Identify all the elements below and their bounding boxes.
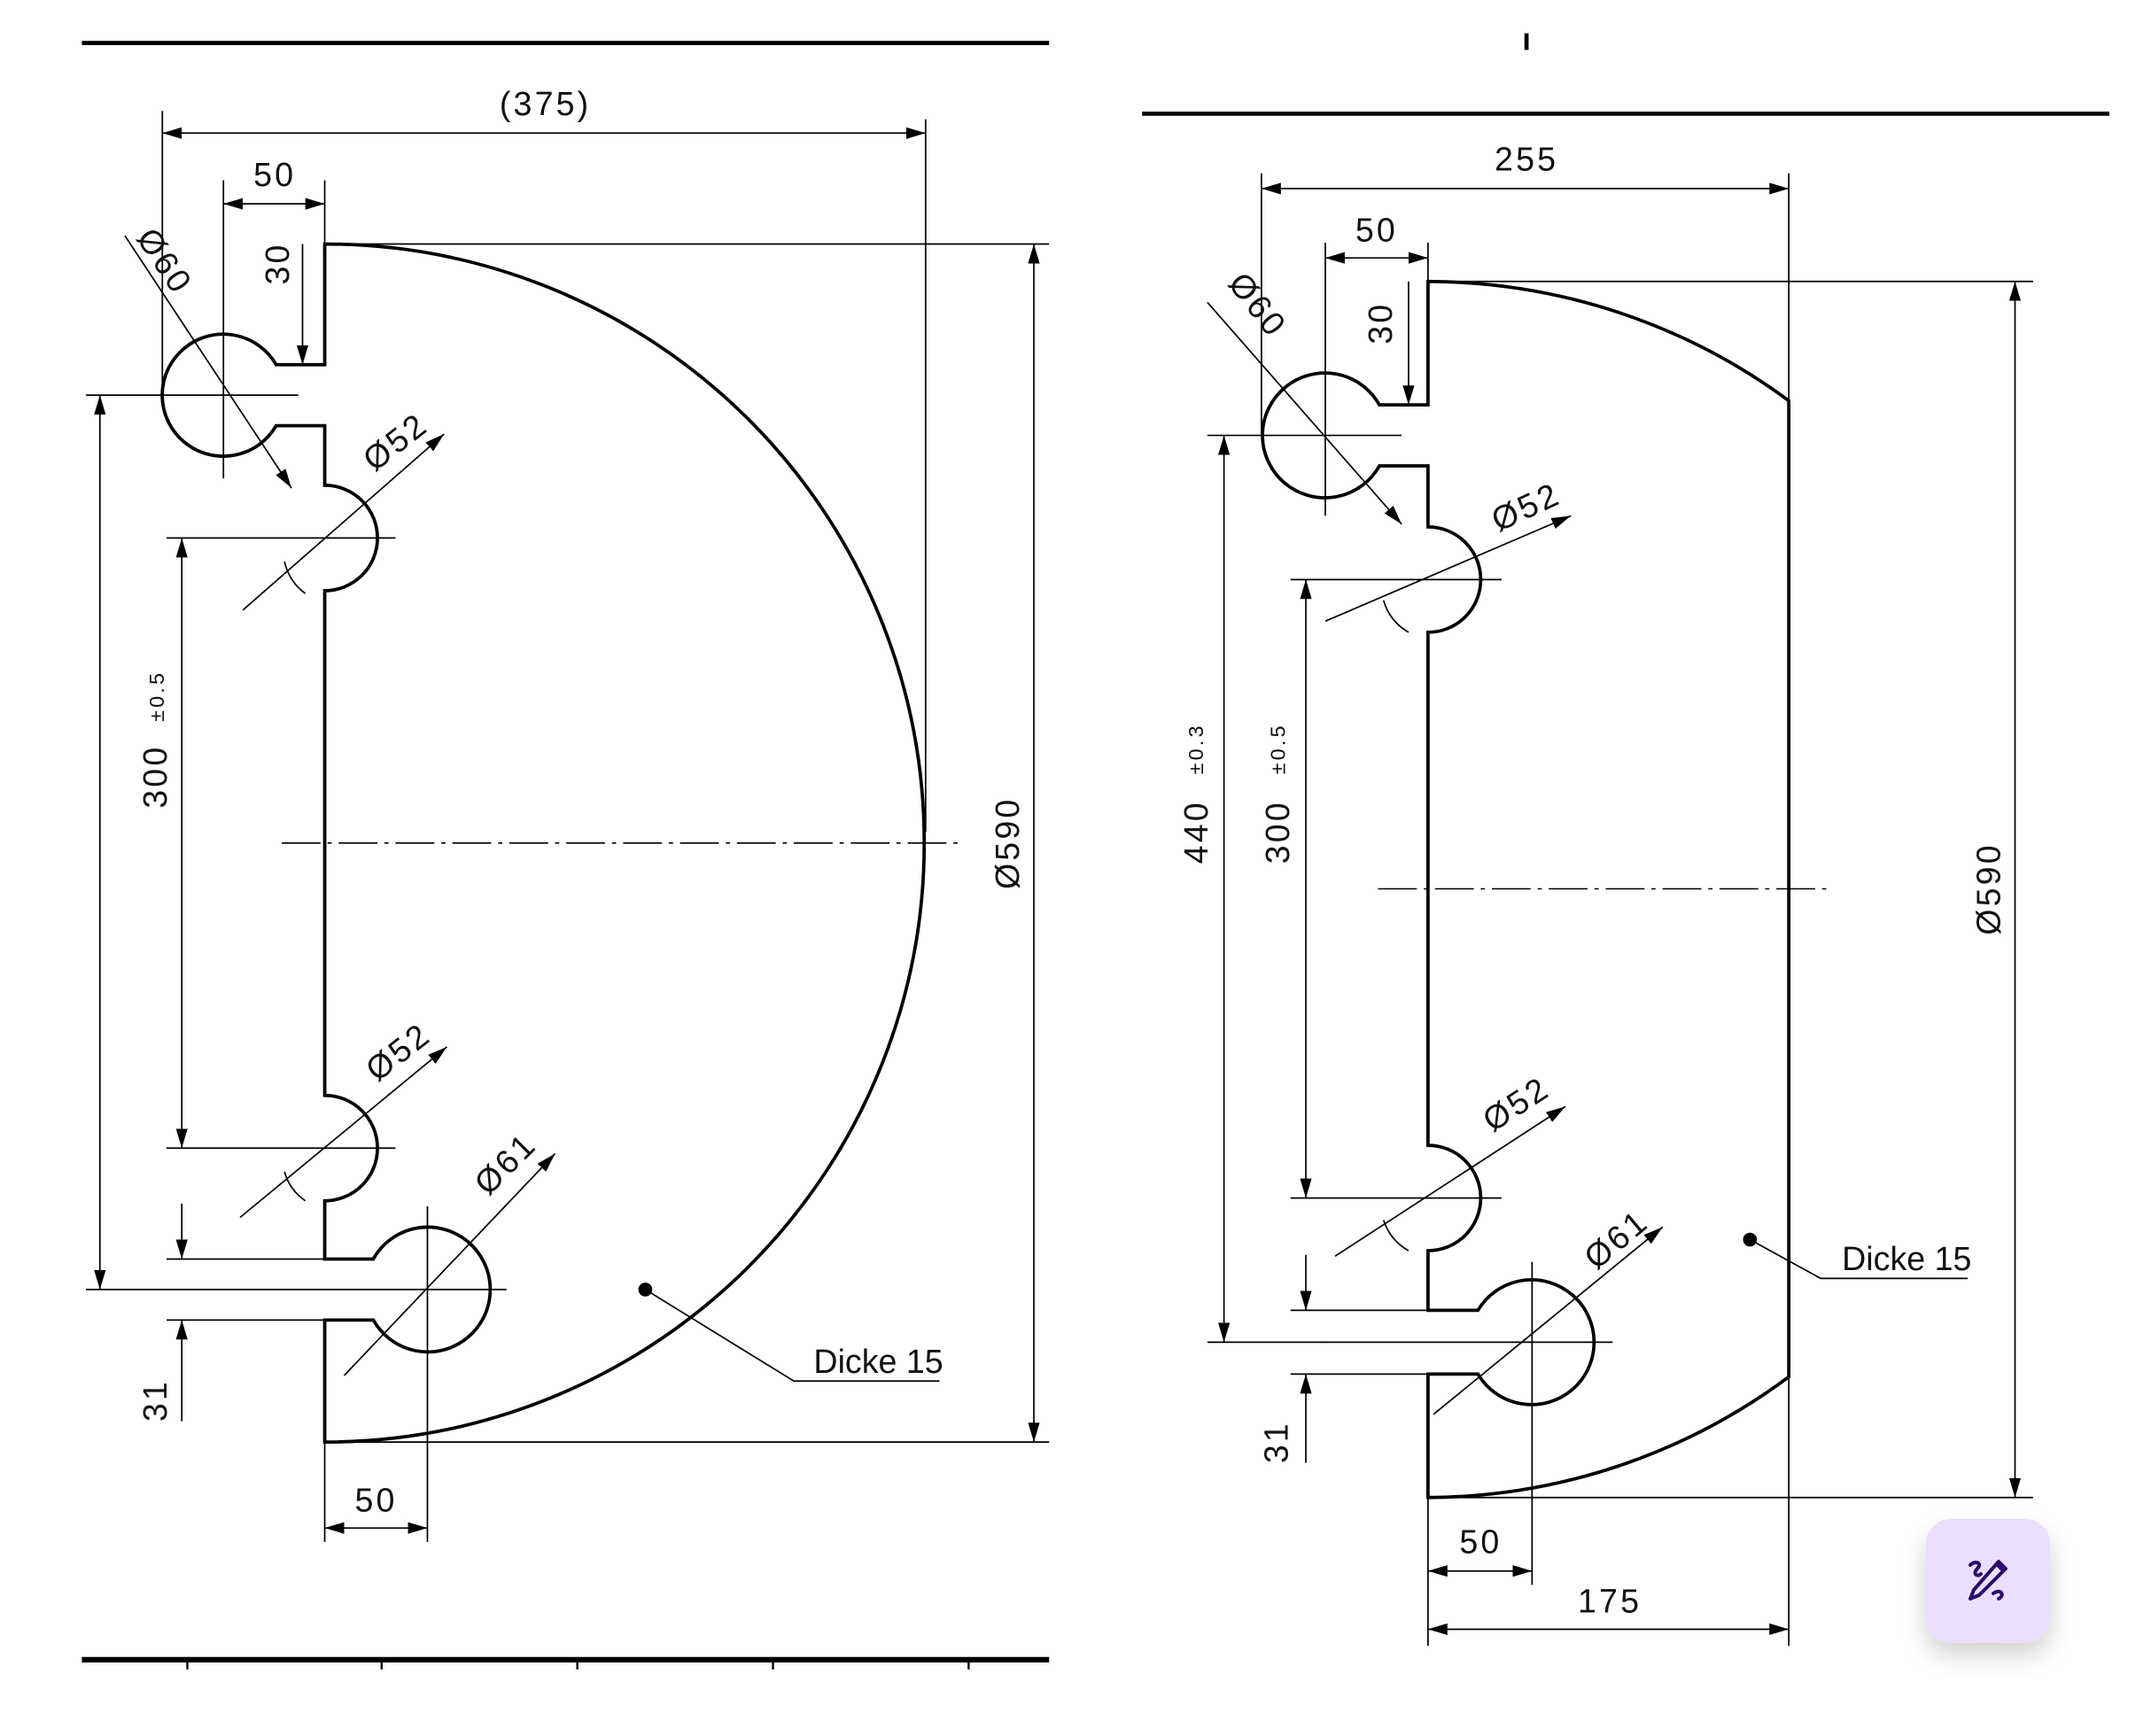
dim-hole-spacing-tol: ±0.5 xyxy=(145,670,168,722)
dim-upper-hole-diameter: Ø52 xyxy=(356,405,435,478)
dim-hole-spacing: 300 xyxy=(136,745,174,809)
draw-pencil-icon xyxy=(1969,1560,2007,1600)
dim-keyhole-spacing: 440 xyxy=(1177,800,1215,864)
thickness-note: Dicke 15 xyxy=(813,1343,943,1380)
dim-overall-width: (375) xyxy=(500,85,591,122)
thickness-note: Dicke 15 xyxy=(1842,1240,1971,1277)
thickness-marker-dot xyxy=(638,1283,653,1297)
left-part-drawing: (375) 50 30 Ø60 Ø52 300 ±0.5 Ø590 Ø52 Ø6… xyxy=(82,41,1050,1670)
right-part-drawing: 255 50 30 Ø60 Ø52 440 ±0.3 300 ±0.5 Ø590… xyxy=(1142,33,2110,1647)
dim-hole-spacing: 300 xyxy=(1259,800,1296,864)
dim-keyhole-diameter: Ø60 xyxy=(1222,266,1295,345)
dim-slot-hole-diameter: Ø61 xyxy=(467,1125,544,1202)
dim-keyhole-offset: 50 xyxy=(253,156,296,193)
dim-keyhole-depth: 30 xyxy=(259,242,296,284)
dim-slot-width: 31 xyxy=(136,1379,174,1422)
dim-keyhole-spacing-tol: ±0.3 xyxy=(1184,723,1208,774)
dim-slot-offset: 50 xyxy=(1459,1523,1502,1560)
dim-outer-diameter: Ø590 xyxy=(1969,842,2007,934)
dim-keyhole-depth: 30 xyxy=(1362,302,1399,345)
dim-lower-hole-diameter: Ø52 xyxy=(1476,1069,1556,1139)
dim-slot-width: 31 xyxy=(1258,1421,1295,1463)
thickness-marker-dot xyxy=(1743,1232,1758,1247)
dim-overall-width: 255 xyxy=(1495,141,1558,178)
frame-line-bottom xyxy=(82,1656,1050,1670)
dim-keyhole-diameter: Ø60 xyxy=(129,221,200,301)
dim-upper-hole-diameter: Ø52 xyxy=(1486,475,1566,539)
dim-slot-offset: 50 xyxy=(354,1481,397,1518)
part-outline xyxy=(160,242,927,1444)
draw-edit-button[interactable] xyxy=(1926,1519,2050,1643)
dim-lower-hole-diameter: Ø52 xyxy=(359,1015,438,1089)
part-outline xyxy=(1261,279,1791,1500)
dim-outer-diameter: Ø590 xyxy=(989,797,1026,889)
dim-bottom-width: 175 xyxy=(1578,1583,1642,1620)
dim-keyhole-offset: 50 xyxy=(1355,211,1398,248)
dim-hole-spacing-tol: ±0.5 xyxy=(1267,723,1290,774)
